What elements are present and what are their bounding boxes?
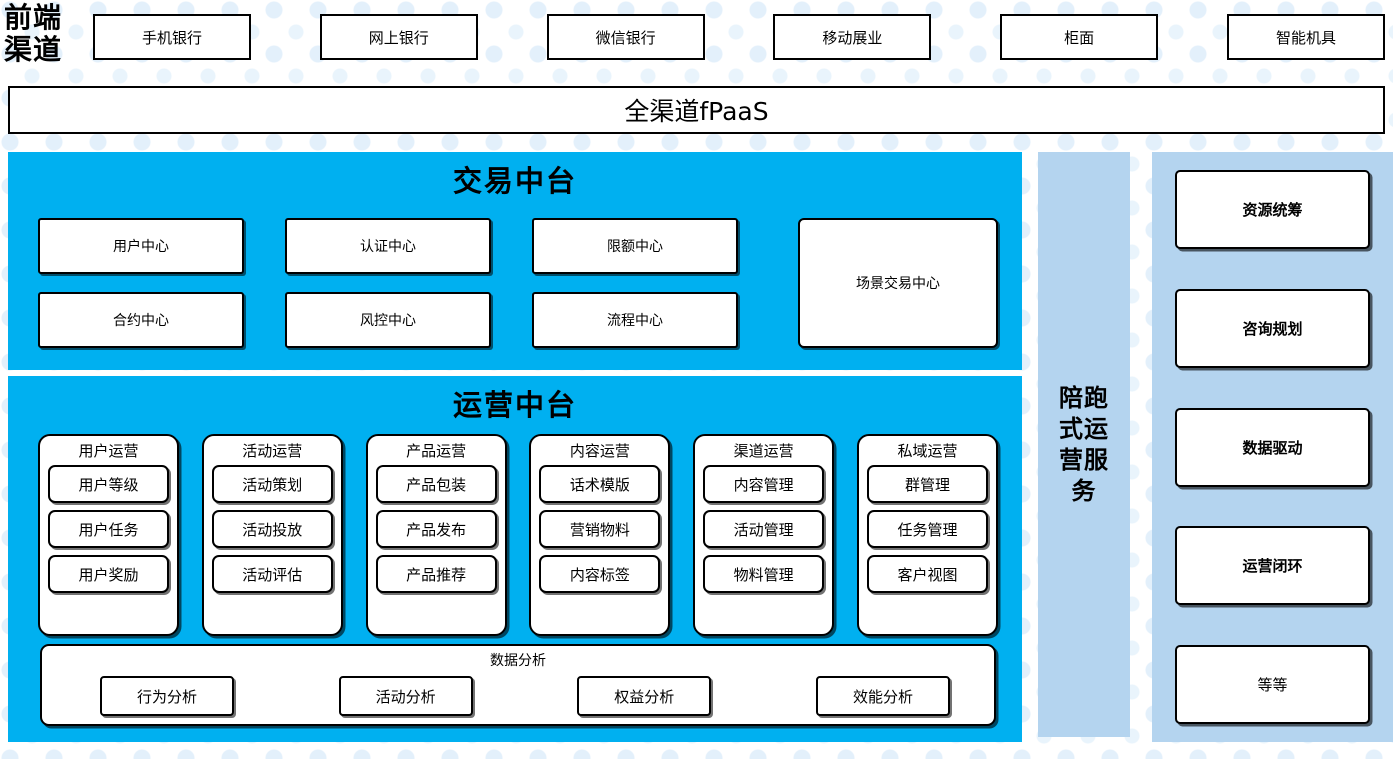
- platform-band: 交易中台 用户中心 认证中心 限额中心 合约中心 风控中心 流程中心 场景交易中…: [8, 150, 1393, 744]
- trade-center-grid: 用户中心 认证中心 限额中心 合约中心 风控中心 流程中心 场景交易中心: [38, 218, 998, 358]
- ops-column-title: 活动运营: [242, 442, 303, 460]
- trade-center-title: 交易中台: [452, 164, 577, 198]
- trade-cell-scene-trade-center[interactable]: 场景交易中心: [798, 218, 998, 348]
- channel-box-wechat-bank[interactable]: 微信银行: [546, 14, 705, 60]
- ops-item[interactable]: 活动评估: [211, 555, 333, 593]
- ops-column-activity-ops: 活动运营 活动策划 活动投放 活动评估: [201, 434, 343, 636]
- ops-column-title: 产品运营: [406, 442, 467, 460]
- ops-item[interactable]: 活动投放: [211, 510, 333, 548]
- data-analytics-title: 数据分析: [490, 653, 546, 669]
- ops-column-title: 私域运营: [897, 442, 958, 460]
- ops-item[interactable]: 营销物料: [539, 510, 661, 548]
- ops-column-private-ops: 私域运营 群管理 任务管理 客户视图: [856, 434, 998, 636]
- trade-cell-user-center[interactable]: 用户中心: [38, 218, 244, 274]
- channel-box-counter[interactable]: 柜面: [1000, 14, 1159, 60]
- ops-item[interactable]: 物料管理: [703, 555, 825, 593]
- service-capability-panel: 资源统筹 咨询规划 数据驱动 运营闭环 等等: [1152, 152, 1393, 742]
- ops-item[interactable]: 内容标签: [539, 555, 661, 593]
- front-channel-label-line1: 前端: [4, 1, 63, 34]
- ops-column-product-ops: 产品运营 产品包装 产品发布 产品推荐: [365, 434, 507, 636]
- ops-item[interactable]: 产品发布: [375, 510, 497, 548]
- ops-item[interactable]: 用户奖励: [48, 555, 169, 593]
- service-item-ops-closed-loop[interactable]: 运营闭环: [1175, 526, 1370, 606]
- ops-item[interactable]: 话术模版: [539, 465, 661, 503]
- analytics-item-behavior[interactable]: 行为分析: [100, 676, 234, 716]
- analytics-item-benefit[interactable]: 权益分析: [577, 676, 712, 716]
- accompany-ops-service-label: 陪跑式运营服务: [1059, 383, 1109, 505]
- ops-item[interactable]: 任务管理: [866, 510, 988, 548]
- trade-cell-limit-center[interactable]: 限额中心: [532, 218, 738, 274]
- trade-cell-auth-center[interactable]: 认证中心: [285, 218, 491, 274]
- analytics-item-efficiency[interactable]: 效能分析: [815, 676, 950, 716]
- channel-box-mobile-business[interactable]: 移动展业: [773, 14, 932, 60]
- ops-item[interactable]: 活动策划: [211, 465, 333, 503]
- channel-box-mobile-bank[interactable]: 手机银行: [93, 14, 251, 60]
- ops-item[interactable]: 用户等级: [48, 465, 169, 503]
- channel-row: 手机银行 网上银行 微信银行 移动展业 柜面 智能机具: [93, 14, 1385, 60]
- ops-center-columns: 用户运营 用户等级 用户任务 用户奖励 活动运营 活动策划 活动投放 活动评估 …: [38, 434, 998, 636]
- ops-column-title: 内容运营: [569, 442, 630, 460]
- data-analytics-panel: 数据分析 行为分析 活动分析 权益分析 效能分析: [40, 644, 996, 726]
- service-item-consulting-planning[interactable]: 咨询规划: [1175, 288, 1370, 368]
- channel-box-smart-machine[interactable]: 智能机具: [1226, 14, 1385, 60]
- service-item-resource-coordination[interactable]: 资源统筹: [1175, 170, 1370, 249]
- ops-column-title: 用户运营: [78, 442, 139, 460]
- ops-column-channel-ops: 渠道运营 内容管理 活动管理 物料管理: [693, 434, 835, 636]
- omnichannel-fpaas-banner[interactable]: 全渠道fPaaS: [8, 86, 1385, 134]
- ops-column-title: 渠道运营: [733, 442, 794, 460]
- ops-item[interactable]: 群管理: [866, 465, 988, 503]
- analytics-item-activity[interactable]: 活动分析: [338, 676, 473, 716]
- ops-item[interactable]: 产品推荐: [375, 555, 497, 593]
- ops-center-panel: 运营中台 用户运营 用户等级 用户任务 用户奖励 活动运营 活动策划 活动投放 …: [8, 376, 1022, 742]
- trade-cell-process-center[interactable]: 流程中心: [532, 292, 738, 348]
- ops-column-user-ops: 用户运营 用户等级 用户任务 用户奖励: [38, 434, 179, 636]
- trade-cell-risk-center[interactable]: 风控中心: [285, 292, 491, 348]
- ops-item[interactable]: 活动管理: [703, 510, 825, 548]
- ops-center-title: 运营中台: [452, 388, 577, 422]
- ops-item[interactable]: 客户视图: [866, 555, 988, 593]
- channel-box-online-bank[interactable]: 网上银行: [319, 14, 478, 60]
- service-item-etc[interactable]: 等等: [1175, 645, 1370, 724]
- service-item-data-driven[interactable]: 数据驱动: [1175, 407, 1370, 487]
- ops-column-content-ops: 内容运营 话术模版 营销物料 内容标签: [529, 434, 671, 636]
- ops-item[interactable]: 内容管理: [703, 465, 825, 503]
- ops-item[interactable]: 产品包装: [375, 465, 497, 503]
- front-channel-label-line2: 渠道: [4, 33, 63, 66]
- center-platform-stack: 交易中台 用户中心 认证中心 限额中心 合约中心 风控中心 流程中心 场景交易中…: [8, 150, 1022, 744]
- data-analytics-row: 行为分析 活动分析 权益分析 效能分析: [100, 676, 950, 716]
- front-channel-label: 前端渠道: [4, 2, 88, 66]
- ops-item[interactable]: 用户任务: [48, 510, 169, 548]
- trade-center-panel: 交易中台 用户中心 认证中心 限额中心 合约中心 风控中心 流程中心 场景交易中…: [8, 152, 1022, 370]
- accompany-ops-service-column: 陪跑式运营服务: [1038, 152, 1130, 737]
- trade-cell-contract-center[interactable]: 合约中心: [38, 292, 244, 348]
